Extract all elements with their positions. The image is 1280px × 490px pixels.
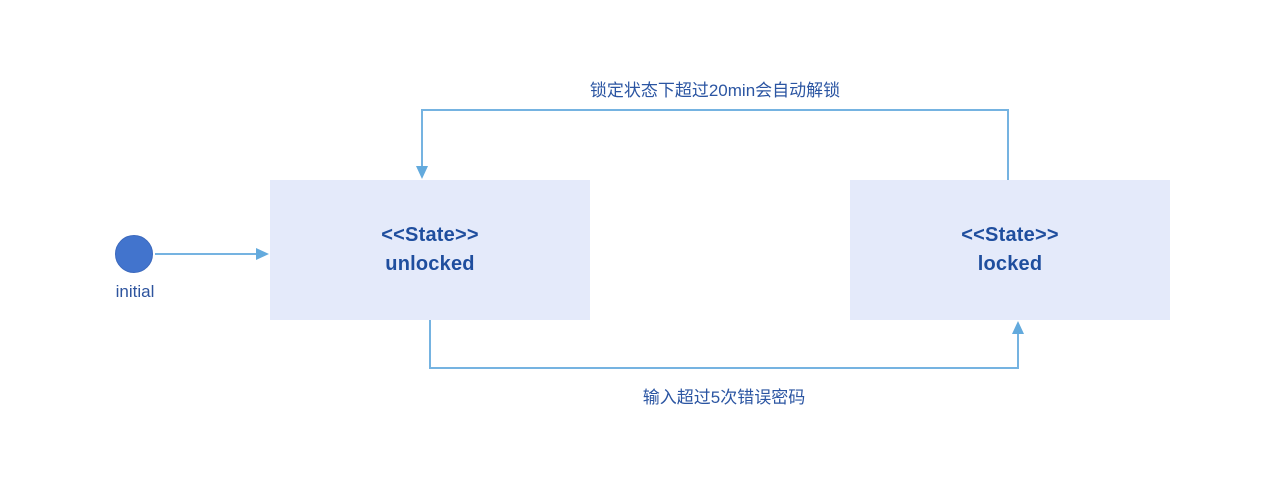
state-stereotype: <<State>>: [381, 224, 479, 246]
transition-locked-to-unlocked[interactable]: [416, 109, 1009, 180]
state-node-unlocked[interactable]: <<State>> unlocked: [270, 180, 590, 320]
state-name-unlocked: unlocked: [385, 253, 475, 275]
edge-line-unlocked-to-locked[interactable]: [429, 320, 1019, 369]
initial-state-node[interactable]: [115, 235, 153, 273]
transition-label-auto-unlock[interactable]: 锁定状态下超过20min会自动解锁: [589, 81, 841, 100]
state-node-locked[interactable]: <<State>> locked: [850, 180, 1170, 320]
transition-initial-to-unlocked[interactable]: [155, 248, 269, 260]
state-name-locked: locked: [977, 253, 1043, 275]
transition-unlocked-to-locked[interactable]: [429, 320, 1024, 369]
arrowhead-up-icon: [1012, 321, 1024, 334]
transition-label-wrong-password[interactable]: 输入超过5次错误密码: [642, 388, 806, 407]
state-stereotype: <<State>>: [961, 224, 1059, 246]
initial-state-label: initial: [115, 282, 155, 301]
arrowhead-right-icon: [256, 248, 269, 260]
arrowhead-down-icon: [416, 166, 428, 179]
edge-line-locked-to-unlocked[interactable]: [421, 109, 1009, 180]
